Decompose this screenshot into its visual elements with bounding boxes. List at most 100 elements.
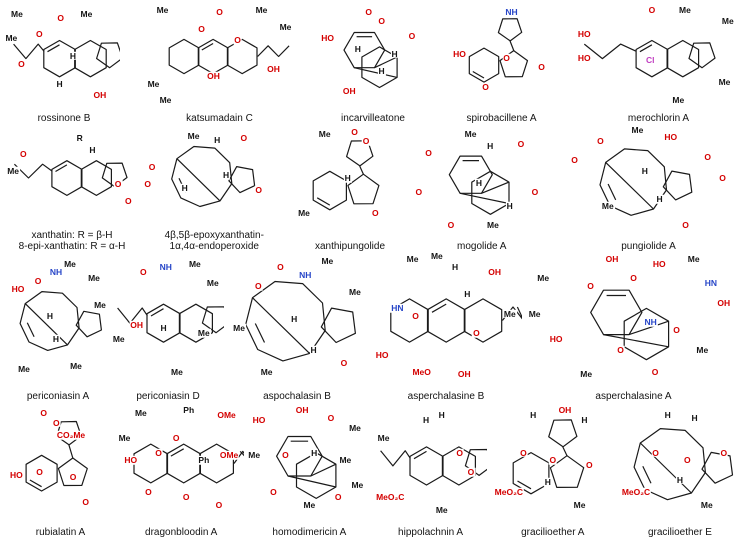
compound-name: 8-epi-xanthatin: R = α-H	[18, 241, 126, 252]
compound-name: 4β,5β-epoxyxanthatin-	[164, 230, 264, 241]
atom-label: O	[197, 24, 206, 35]
atom-label: O	[530, 187, 540, 198]
atom-label: OH	[266, 63, 281, 74]
atom-label: O	[350, 126, 359, 137]
compound-name: katsumadain C	[186, 113, 253, 124]
atom-label: OH	[206, 70, 221, 81]
atom-label: H	[353, 43, 362, 54]
atom-label: O	[239, 132, 249, 143]
atom-label: O	[570, 154, 579, 165]
atom-label: O	[682, 454, 692, 465]
atom-label: O	[672, 325, 681, 336]
atom-label: HO	[651, 258, 667, 269]
atom-label: O	[586, 280, 595, 291]
compound-name: dragonbloodin A	[145, 527, 218, 538]
atom-label: O	[537, 61, 546, 72]
atom-label: O	[472, 327, 481, 338]
atom-label: H	[505, 200, 514, 211]
atom-label: O	[68, 472, 78, 483]
atom-label: Me	[158, 94, 173, 105]
compound-caption: rubialatin A	[8, 527, 113, 539]
atom-label: O	[502, 52, 511, 63]
atom-label: O	[139, 267, 148, 278]
bond-skeleton	[468, 18, 528, 83]
atom-label: Me	[146, 79, 161, 90]
atom-label: O	[516, 138, 526, 149]
atom-label: OMe	[218, 449, 240, 460]
atom-label: H	[663, 410, 672, 421]
atom-label: Me	[686, 253, 701, 264]
compound-caption: mogolide A	[412, 241, 552, 253]
atom-label: H	[159, 322, 168, 333]
atom-label: Me	[350, 479, 365, 490]
atom-label: OH	[129, 319, 144, 330]
atom-label: O	[455, 447, 464, 458]
atom-label: Me	[572, 499, 587, 510]
atom-label: O	[144, 487, 153, 498]
atom-label: Me	[720, 15, 735, 26]
compound-name: aspochalasin B	[263, 391, 331, 402]
compound-name: merochlorin A	[627, 113, 690, 124]
atom-label: O	[19, 149, 28, 160]
atom-label: Me	[259, 366, 274, 377]
atom-label: OH	[716, 297, 732, 308]
atom-label: HO	[663, 131, 679, 142]
atom-label: O	[647, 4, 657, 15]
atom-label: Me	[320, 256, 335, 267]
compound-name: homodimericin A	[272, 527, 347, 538]
atom-label: Me	[155, 4, 170, 15]
bond-skeleton	[633, 428, 734, 501]
atom-label: Me	[111, 333, 126, 344]
atom-label: O	[326, 412, 336, 423]
compound-name: xanthatin: R = β-H	[31, 230, 113, 241]
atom-label: Me	[671, 94, 686, 105]
atom-label: O	[414, 187, 424, 198]
atom-label: Me	[429, 250, 444, 261]
atom-label: H	[451, 261, 460, 272]
atom-label: O	[35, 28, 44, 39]
atom-label: O	[370, 207, 380, 218]
atom-label: H	[343, 173, 352, 184]
atom-label: O	[519, 447, 528, 458]
atom-label: Me	[348, 422, 362, 433]
atom-label: MeO	[411, 366, 432, 377]
bond-skeleton	[343, 31, 398, 89]
atom-label: O	[113, 178, 123, 189]
atom-label: Me	[254, 4, 269, 15]
atom-label: H	[474, 177, 484, 188]
atom-label: O	[339, 358, 349, 369]
atom-label: O	[39, 407, 48, 418]
atom-label: Me	[247, 449, 262, 460]
bond-skeleton	[13, 39, 120, 78]
atom-label: H	[310, 447, 319, 458]
atom-label: O	[81, 496, 90, 507]
atom-label: O	[215, 6, 224, 17]
atom-label: HO	[374, 349, 390, 360]
atom-label: O	[233, 35, 242, 46]
atom-label: O	[254, 280, 263, 291]
bond-skeleton	[276, 435, 337, 499]
atom-label: Me	[6, 165, 21, 176]
atom-label: O	[143, 178, 152, 189]
atom-label: Me	[579, 369, 594, 380]
atom-label: Me	[302, 499, 317, 510]
atom-label: OMe	[216, 410, 237, 421]
compound-name: mogolide A	[457, 241, 507, 252]
atom-label: O	[171, 432, 181, 443]
atom-label: O	[281, 449, 290, 460]
atom-label: O	[147, 161, 157, 172]
